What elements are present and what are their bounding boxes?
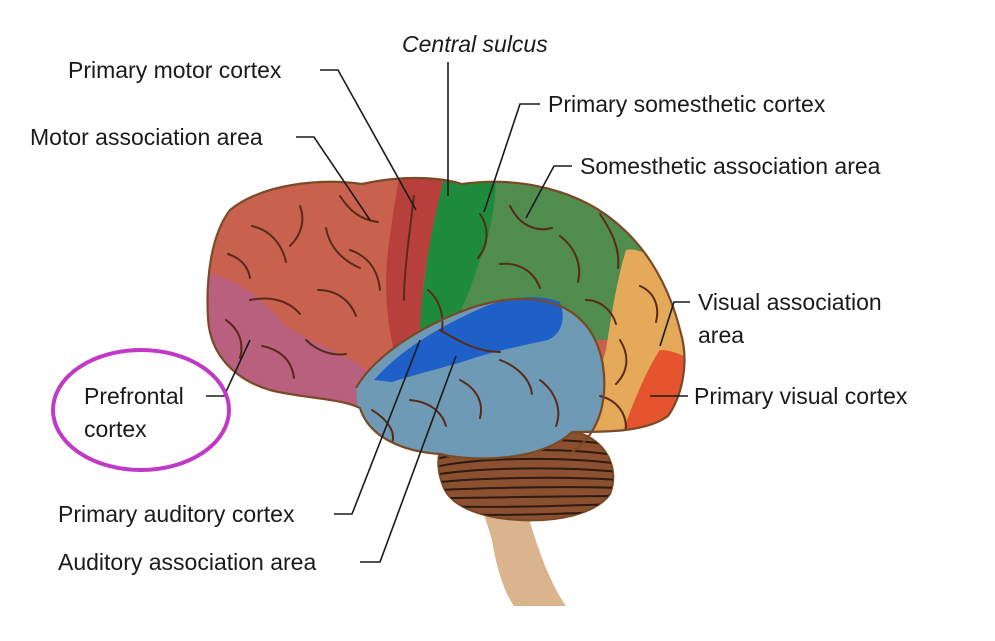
label-visual-association-area-line2: area (698, 322, 744, 348)
leader-lines (206, 62, 690, 563)
cerebrum (207, 178, 685, 459)
leader-primary-auditory-cortex (334, 339, 421, 515)
primary-somesthetic-region (420, 178, 496, 336)
leader-prefrontal-cortex (206, 339, 251, 397)
primary-motor-region (386, 178, 446, 360)
primary-auditory-region (374, 297, 563, 382)
label-primary-visual-cortex: Primary visual cortex (694, 383, 908, 409)
leader-primary-motor-cortex (320, 69, 417, 211)
label-primary-auditory-cortex: Primary auditory cortex (58, 501, 295, 527)
label-motor-association-area: Motor association area (30, 124, 263, 150)
leader-visual-association-area (659, 301, 690, 347)
label-prefrontal-cortex-line2: cortex (84, 416, 147, 442)
cerebrum-outline (206, 176, 686, 460)
prefrontal-highlight-circle (51, 348, 231, 472)
leader-auditory-association-area (360, 355, 457, 563)
label-auditory-association-area: Auditory association area (58, 549, 316, 575)
label-visual-association-area-line1: Visual association (698, 289, 882, 315)
label-somesthetic-association-area: Somesthetic association area (580, 153, 881, 179)
leader-primary-somesthetic-cortex (483, 103, 540, 213)
label-prefrontal-cortex-line1: Prefrontal (84, 383, 184, 409)
label-primary-motor-cortex: Primary motor cortex (68, 57, 282, 83)
leader-somesthetic-association-area (525, 165, 572, 219)
label-primary-somesthetic-cortex: Primary somesthetic cortex (548, 91, 826, 117)
label-central-sulcus: Central sulcus (402, 31, 548, 57)
leader-motor-association-area (296, 136, 371, 221)
